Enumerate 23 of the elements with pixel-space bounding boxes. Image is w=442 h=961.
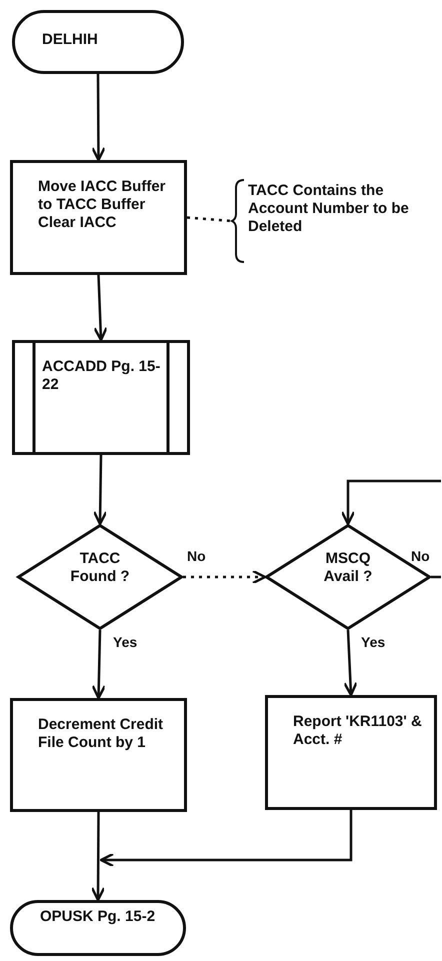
dashed-connector	[186, 216, 232, 222]
edge-label: Yes	[112, 634, 138, 650]
arrow	[90, 812, 106, 902]
annotation-text: TACC Contains the Account Number to be Deleted	[248, 182, 410, 236]
terminal-label: DELHIH	[42, 30, 99, 49]
decision-label: MSCQ Avail ?	[322, 550, 374, 586]
dashed-connector	[183, 570, 266, 584]
process-label: Report 'KR1103' & Acct. #	[293, 713, 423, 749]
arrow	[91, 74, 106, 162]
subroutine-label: ACCADD Pg. 15-22	[42, 358, 162, 394]
edge-label: No	[186, 548, 207, 564]
arrow	[92, 454, 108, 526]
process-label: Move IACC Buffer to TACC Buffer Clear IACC	[38, 178, 167, 232]
arrow	[92, 630, 106, 700]
arrow	[343, 630, 358, 696]
edge-label: No	[410, 548, 431, 564]
terminal-label: OPUSK Pg. 15-2	[40, 908, 156, 926]
process-label: Decrement Credit File Count by 1	[38, 716, 164, 752]
decision-label: TACC Found ?	[69, 550, 131, 586]
edge-label: Yes	[360, 634, 386, 650]
arrow	[340, 480, 441, 526]
arrow	[93, 274, 108, 342]
arrow	[100, 810, 352, 868]
